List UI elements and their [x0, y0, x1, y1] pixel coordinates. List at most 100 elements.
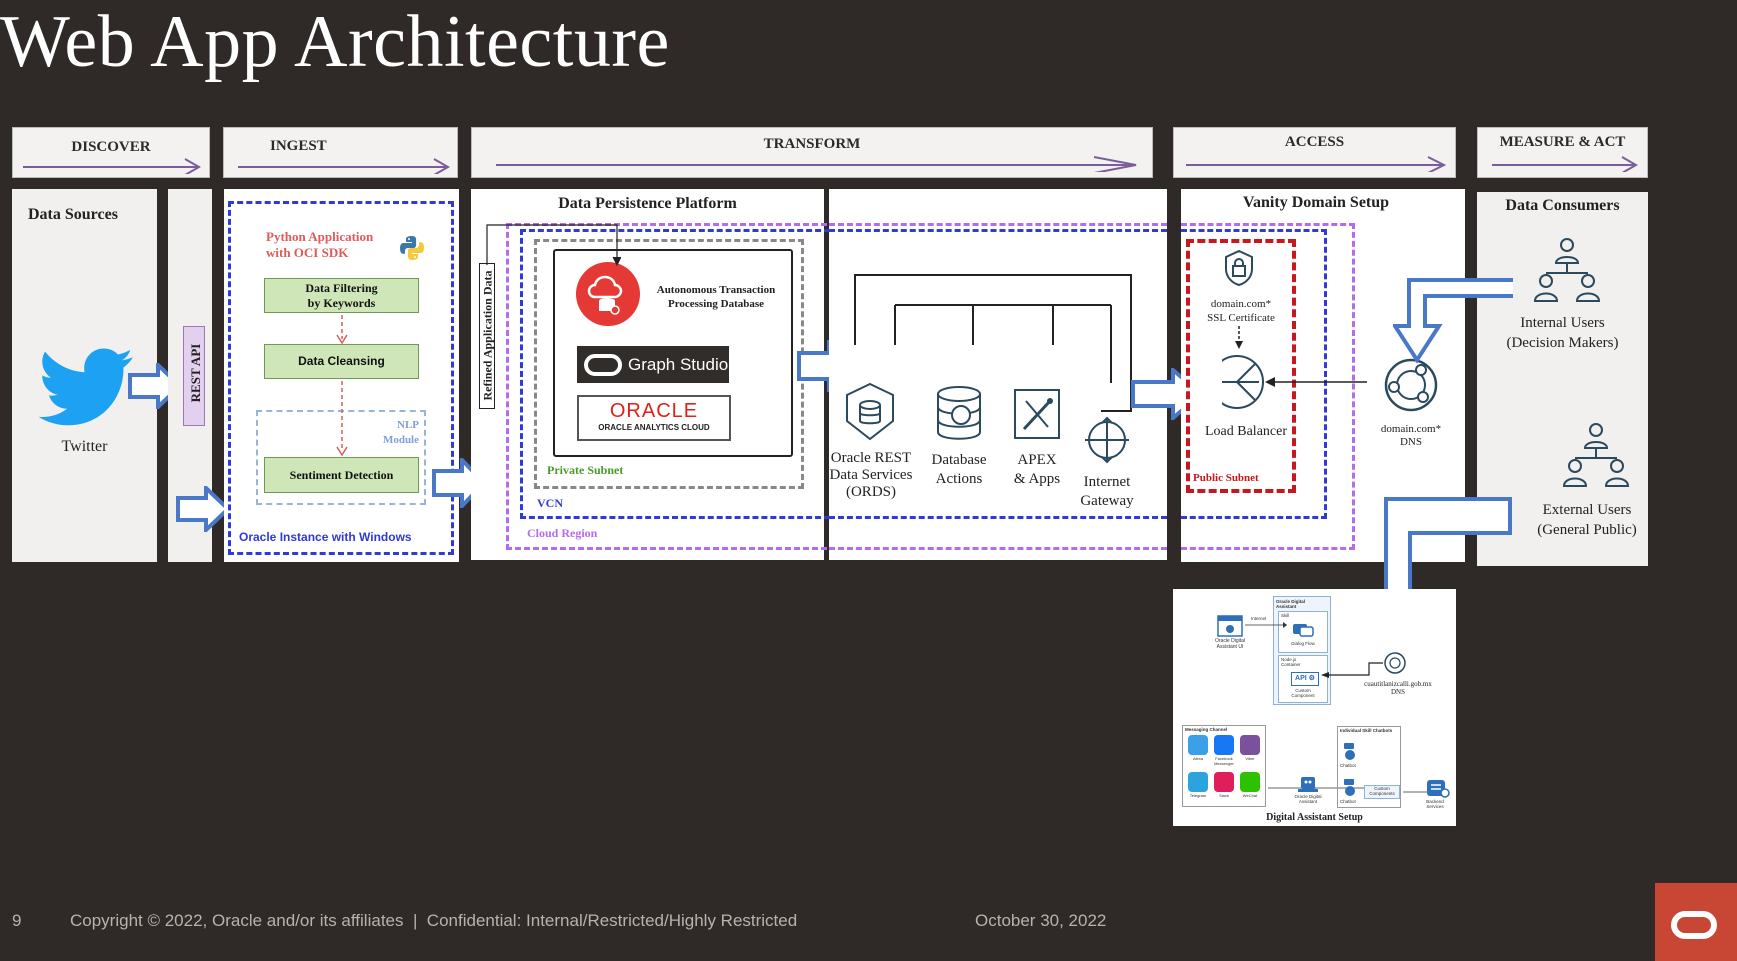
stage-label: ACCESS [1284, 134, 1345, 150]
backend-line: Backend [1426, 799, 1444, 804]
oda-skill-box: Oracle Digital Assistant Skill Dialog Fl… [1273, 596, 1331, 705]
data-persistence-heading: Data Persistence Platform [558, 195, 737, 212]
external-users-line: (General Public) [1537, 522, 1637, 538]
services-connector [854, 274, 1132, 412]
channel-label: Viber [1245, 756, 1255, 761]
oracle-instance-boundary [228, 201, 454, 555]
twitter-icon [38, 348, 133, 426]
node-container-line: Container [1281, 662, 1301, 667]
data-sources-heading: Data Sources [28, 206, 118, 223]
channel-icon [1214, 772, 1234, 792]
data-filtering-line: Data Filtering [305, 280, 378, 295]
private-subnet-label: Private Subnet [547, 463, 624, 477]
cloud-region-boundary [506, 223, 836, 550]
vcn-boundary [520, 229, 830, 519]
dialog-flow-icon [1293, 624, 1314, 637]
channel-tile: Slack [1211, 772, 1237, 806]
ingest-connector [336, 315, 348, 457]
cloud-region-label: Cloud Region [527, 526, 598, 540]
stage-access: ACCESS [1173, 127, 1456, 178]
refined-data-connector [486, 224, 621, 267]
dns-globe-icon [1384, 358, 1438, 412]
oda-center-label: Oracle Digital Assistant [1285, 794, 1331, 804]
backend-line: Services [1426, 804, 1444, 809]
dns-line: domain.com* [1380, 423, 1442, 435]
oda-title-line: Assistant [1276, 604, 1297, 609]
messaging-channel-label: Messaging Channel [1185, 727, 1228, 732]
custom-component-label: Custom Component [1279, 688, 1327, 698]
lock-icon [1225, 249, 1253, 287]
python-app-line: Python Application [266, 229, 374, 244]
data-persistence-panel: Data Persistence Platform Autonomous Tra… [471, 189, 836, 560]
oda-ui-label: Oracle Digital Assistant UI [1203, 638, 1257, 650]
dns-line: DNS [1399, 436, 1422, 448]
ords-line: Oracle REST [830, 450, 912, 466]
individual-chatbots-box: Individual Skill Chatbots Chatbot Chatbo… [1337, 726, 1401, 808]
graph-studio-text: Graph Studio [628, 354, 729, 374]
data-filtering-line: by Keywords [307, 295, 376, 310]
api-icon: API ⚙ [1291, 672, 1319, 686]
ords-line: (ORDS) [845, 484, 896, 500]
apex-line: & Apps [1013, 471, 1061, 487]
da-dns-line: cuautitlanizcalli.gob.mx [1364, 680, 1432, 688]
chatbot-label: Chatbot [1340, 799, 1356, 804]
backend-services-label: Backend Services [1415, 799, 1455, 809]
internal-users-line: (Decision Makers) [1506, 335, 1619, 351]
oda-ui-connector [1245, 622, 1287, 628]
custom-component-line: Component [1291, 693, 1315, 698]
oracle-logo-icon [1671, 911, 1717, 939]
oracle-instance-label: Oracle Instance with Windows [239, 530, 412, 544]
da-dns-label: cuautitlanizcalli.gob.mx DNS [1343, 680, 1453, 696]
dns-to-lb-connector [1265, 377, 1367, 387]
dns-label: domain.com* DNS [1361, 423, 1461, 449]
database-actions-line: Actions [935, 471, 983, 487]
load-balancer-label: Load Balancer [1204, 424, 1287, 439]
ssl-certificate-label: domain.com* SSL Certificate [1191, 297, 1291, 325]
channel-icon [1188, 735, 1208, 755]
oda-title-line: Oracle Digital [1276, 599, 1306, 604]
atp-line: Processing Database [667, 298, 765, 310]
stage-arrow [23, 158, 202, 174]
nlp-line: NLP [397, 419, 419, 431]
footer-copyright: Copyright © 2022, Oracle and/or its affi… [70, 911, 798, 930]
backend-services-icon [1427, 780, 1450, 798]
cloud-region-boundary-continued [829, 223, 1167, 550]
skill-label: Skill [1281, 613, 1290, 618]
slide-title: Web App Architecture [0, 1, 670, 83]
individual-chatbots-label: Individual Skill Chatbots [1340, 728, 1393, 733]
ords-line: Data Services [829, 467, 913, 483]
stage-arrow [496, 156, 1137, 172]
ords-label: Oracle REST Data Services (ORDS) [821, 450, 921, 501]
twitter-label: Twitter [61, 438, 108, 455]
channel-tile: Facebook Messenger [1211, 735, 1237, 769]
internet-gateway-line: Internet [1083, 474, 1131, 490]
internal-users-line: Internal Users [1520, 315, 1605, 331]
autonomous-db-icon [576, 262, 640, 326]
oda-ui-line: Assistant UI [1216, 644, 1244, 650]
stage-arrow [238, 158, 451, 174]
vcn-boundary-continued [829, 229, 1167, 519]
internet-gateway-label: Internet Gateway [1067, 473, 1147, 511]
database-actions-label: Database Actions [919, 451, 999, 489]
graph-studio-logo: Graph Studio [577, 346, 729, 383]
atp-line: Autonomous Transaction [656, 284, 776, 296]
data-consumers-heading: Data Consumers [1505, 197, 1620, 214]
nlp-module-label: NLP Module [364, 418, 419, 448]
channel-label: Facebook Messenger [1214, 756, 1234, 766]
channel-tile: Telegram [1185, 772, 1211, 806]
vcn-label: VCN [537, 496, 563, 510]
atp-label: Autonomous Transaction Processing Databa… [646, 283, 786, 311]
nlp-module-boundary [256, 410, 426, 505]
channel-label: Slack [1219, 793, 1229, 798]
stage-arrow [1492, 156, 1639, 172]
cloud-region-boundary-end [1181, 223, 1355, 550]
load-balancer-icon [1208, 355, 1264, 409]
stage-arrow [1186, 156, 1447, 172]
refined-data-label: Refined Application Data [480, 270, 495, 401]
channel-icon [1240, 735, 1260, 755]
footer-date: October 30, 2022 [975, 911, 1107, 930]
channel-label: WeChat [1242, 793, 1258, 798]
channel-tile: WeChat [1237, 772, 1263, 806]
page-number: 9 [12, 911, 22, 930]
